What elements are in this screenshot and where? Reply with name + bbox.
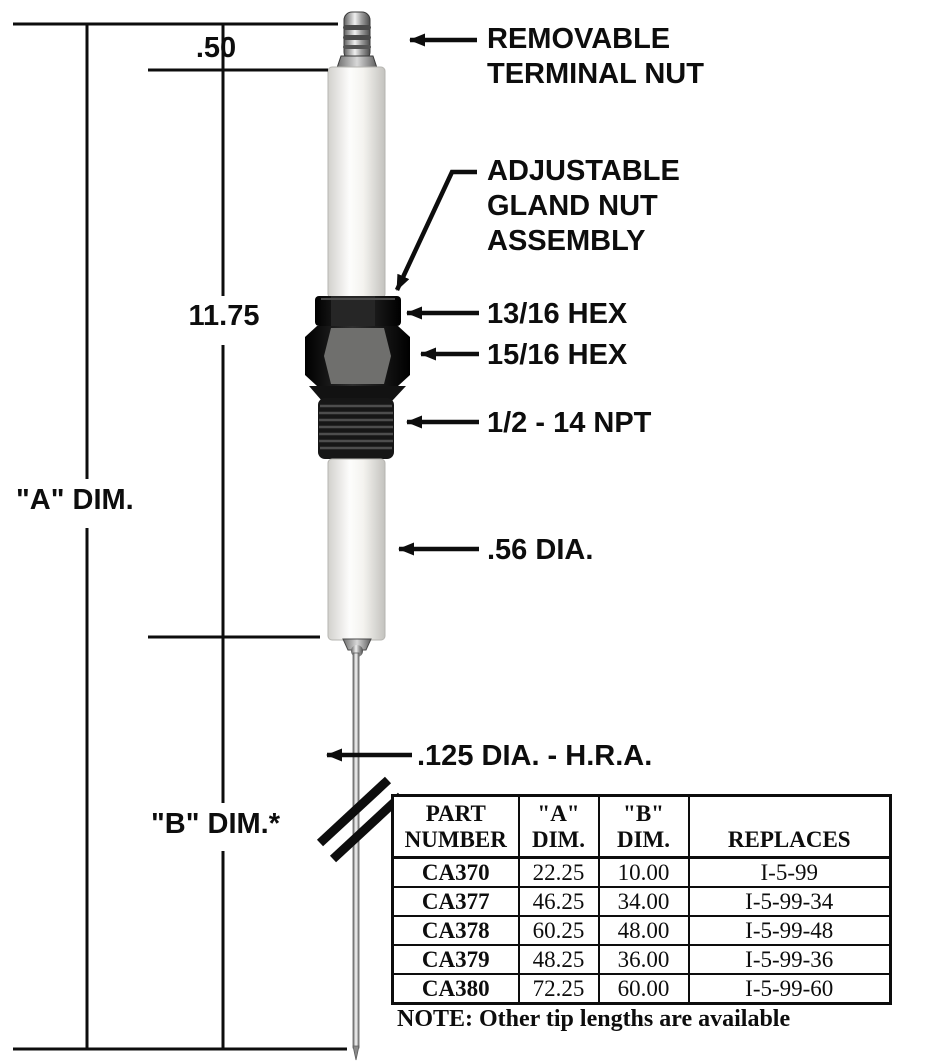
dimension-lines	[13, 22, 347, 1051]
cell-replaces: I-5-99	[687, 856, 892, 888]
tip-length-note: NOTE: Other tip lengths are available	[397, 1006, 791, 1032]
dim-label-top-nut: .50	[195, 32, 237, 64]
cell-a: 60.25	[517, 915, 600, 946]
table-row: CA380 72.25 60.00 I-5-99-60	[391, 973, 892, 1005]
callout-terminal-nut: REMOVABLE TERMINAL NUT	[487, 23, 704, 90]
cell-b: 34.00	[597, 886, 690, 917]
lower-ceramic-art	[327, 458, 386, 641]
table-row: CA379 48.25 36.00 I-5-99-36	[391, 944, 892, 975]
cell-replaces: I-5-99-60	[687, 973, 892, 1005]
table-row: CA370 22.25 10.00 I-5-99	[391, 856, 892, 888]
cell-b: 60.00	[597, 973, 690, 1005]
leader-arrows	[326, 33, 479, 762]
callout-rod-diameter: .125 DIA. - H.R.A.	[417, 740, 653, 772]
dim-label-b: "B" DIM.*	[151, 808, 280, 840]
cell-part: CA379	[391, 944, 520, 975]
gland-nut-art	[305, 296, 410, 459]
rod-art	[342, 638, 372, 1061]
header-replaces: REPLACES	[687, 794, 892, 859]
dim-label-a: "A" DIM.	[16, 484, 134, 516]
callout-gland-assembly: ADJUSTABLE GLAND NUT ASSEMBLY	[487, 155, 680, 257]
cell-b: 36.00	[597, 944, 690, 975]
callout-thread: 1/2 - 14 NPT	[487, 407, 652, 439]
cell-part: CA377	[391, 886, 520, 917]
header-b-dim: "B" DIM.	[597, 794, 690, 859]
cell-b: 10.00	[597, 856, 690, 888]
cell-a: 48.25	[517, 944, 600, 975]
header-part-number: PART NUMBER	[391, 794, 520, 859]
upper-ceramic-art	[327, 66, 386, 299]
cell-a: 22.25	[517, 856, 600, 888]
cell-replaces: I-5-99-34	[687, 886, 892, 917]
header-a-dim: "A" DIM.	[517, 794, 600, 859]
cell-part: CA378	[391, 915, 520, 946]
cell-a: 72.25	[517, 973, 600, 1005]
table-header-row: PART NUMBER "A" DIM. "B" DIM. REPLACES	[391, 794, 892, 859]
break-symbol	[316, 776, 405, 863]
callout-hex-large: 15/16 HEX	[487, 339, 628, 371]
cell-part: CA370	[391, 856, 520, 888]
leader-gland-assembly	[394, 169, 477, 291]
dim-label-body-length: 11.75	[188, 300, 260, 332]
callout-hex-small: 13/16 HEX	[487, 298, 628, 330]
callout-body-diameter: .56 DIA.	[487, 534, 594, 566]
terminal-nut-art	[336, 11, 378, 69]
table-row: CA378 60.25 48.00 I-5-99-48	[391, 915, 892, 946]
cell-b: 48.00	[597, 915, 690, 946]
cell-a: 46.25	[517, 886, 600, 917]
table-row: CA377 46.25 34.00 I-5-99-34	[391, 886, 892, 917]
cell-replaces: I-5-99-36	[687, 944, 892, 975]
parts-table: PART NUMBER "A" DIM. "B" DIM. REPLACES C…	[391, 794, 892, 1005]
cell-replaces: I-5-99-48	[687, 915, 892, 946]
cell-part: CA380	[391, 973, 520, 1005]
electrode-illustration	[305, 11, 410, 1061]
